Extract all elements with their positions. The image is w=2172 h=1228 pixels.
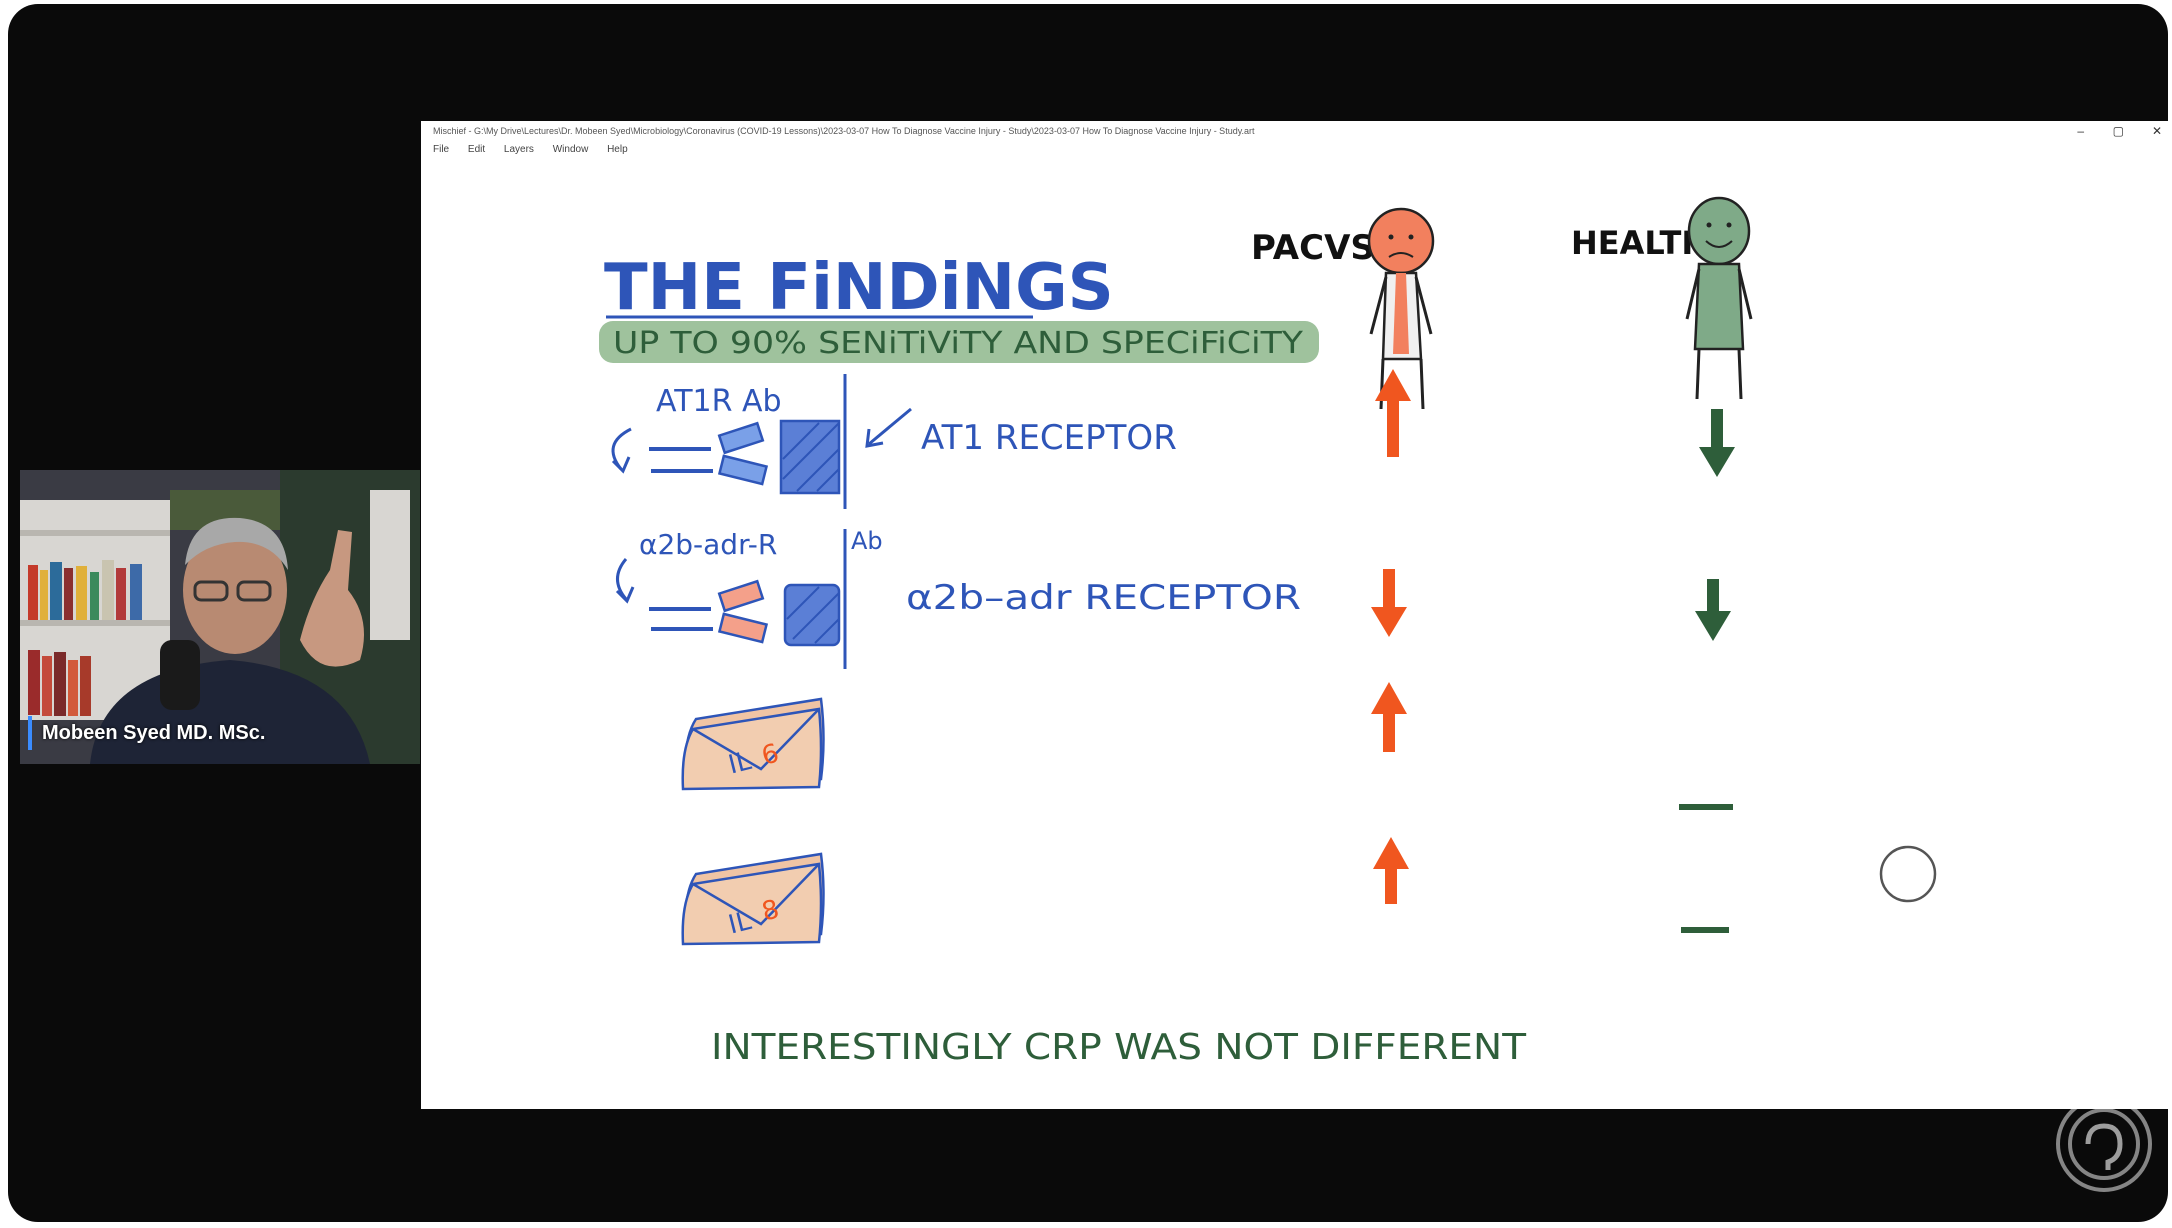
webcam-image — [20, 470, 420, 764]
window-titlebar: Mischief - G:\My Drive\Lectures\Dr. Mobe… — [421, 121, 2168, 141]
close-button[interactable]: ✕ — [2151, 124, 2162, 138]
cursor-circle-icon — [1879, 845, 1937, 903]
healthy-figure-icon — [1685, 196, 1753, 400]
menu-edit[interactable]: Edit — [467, 144, 486, 155]
healthy-row2-down-arrow-icon — [1695, 579, 1731, 641]
slide-footer: INTERESTINGLY CRP WAS NOT DIFFERENT — [711, 1027, 1527, 1068]
at1-receptor-label: AT1 RECEPTOR — [921, 418, 1177, 458]
pacvs-row3-up-arrow-icon — [1371, 682, 1407, 752]
at1r-antibody-diagram: AT1R Ab — [611, 374, 912, 509]
alpha2b-receptor-label: α2b–adr RECEPTOR — [906, 578, 1301, 618]
menu-window[interactable]: Window — [552, 144, 589, 155]
presenter-name-label: Mobeen Syed MD. MSc. — [28, 716, 265, 750]
shared-app-window: Mischief - G:\My Drive\Lectures\Dr. Mobe… — [421, 121, 2168, 1109]
menu-bar: File Edit Layers Window Help — [421, 141, 2168, 159]
alpha2b-ab-label: Ab — [851, 527, 883, 555]
pacvs-row2-down-arrow-icon — [1371, 569, 1407, 637]
menu-help[interactable]: Help — [607, 144, 628, 155]
il6-packet-icon: IL 6 — [681, 697, 825, 791]
column-header-pacvs: PACVS — [1251, 228, 1375, 268]
presenter-webcam: Mobeen Syed MD. MSc. — [20, 470, 420, 764]
alpha2b-adr-r-label: α2b-adr-R — [639, 528, 777, 561]
menu-file[interactable]: File — [433, 144, 450, 155]
pacvs-figure-icon — [1367, 207, 1435, 410]
window-title: Mischief - G:\My Drive\Lectures\Dr. Mobe… — [433, 126, 1255, 136]
pacvs-row4-up-arrow-icon — [1373, 837, 1409, 904]
svg-text:6: 6 — [759, 738, 782, 771]
alpha2b-antibody-diagram: α2b-adr-R Ab — [615, 527, 883, 669]
subheading-highlight — [599, 321, 1319, 363]
minimize-button[interactable]: – — [2077, 124, 2084, 138]
menu-layers[interactable]: Layers — [503, 144, 534, 155]
il8-packet-icon: IL 8 — [681, 852, 825, 946]
slide-heading: THE FiNDiNGS — [604, 251, 1114, 325]
healthy-row1-down-arrow-icon — [1699, 409, 1735, 477]
video-frame: Mobeen Syed MD. MSc. Mischief - G:\My Dr… — [8, 4, 2168, 1222]
channel-logo-icon — [2056, 1096, 2152, 1192]
drawing-canvas[interactable]: THE FiNDiNGS UP TO 90% SENiTiViTY AND SP… — [421, 159, 2168, 1109]
slide-subheading: UP TO 90% SENiTiViTY AND SPECiFiCiTY — [613, 326, 1304, 361]
pacvs-row1-up-arrow-icon — [1375, 369, 1411, 457]
svg-text:8: 8 — [759, 894, 782, 927]
at1r-ab-label: AT1R Ab — [656, 384, 782, 419]
maximize-button[interactable]: ▢ — [2112, 124, 2124, 138]
